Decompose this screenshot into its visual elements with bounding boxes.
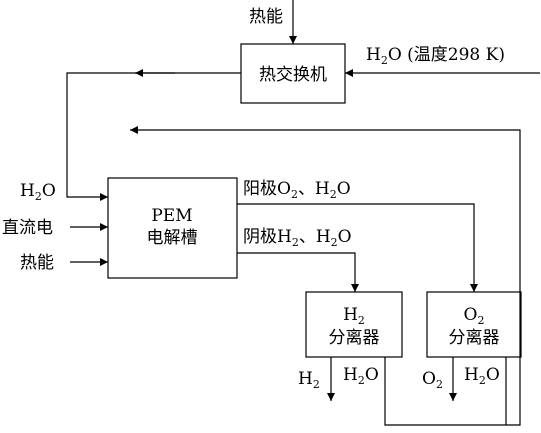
water-recycle-loop — [130, 126, 521, 426]
electrolyzer-label: 电解槽 — [147, 228, 198, 248]
h2-separator-box — [305, 291, 403, 358]
pem-water-label: H2O — [20, 181, 56, 203]
h2-separator-formula: H2 — [343, 305, 365, 327]
h2-output-label: H2 — [298, 369, 320, 391]
cathode-stream-label: 阴极H2、H2O — [243, 227, 352, 249]
anode-stream-line — [237, 203, 478, 292]
h2-sep-water-label: H2O — [343, 365, 379, 387]
water-inlet-label: H2O (温度298 K) — [366, 45, 505, 67]
o2-sep-water-label: H2O — [464, 365, 500, 387]
o2-separator-formula: O2 — [464, 305, 485, 327]
anode-stream-label: 阳极O2、H2O — [243, 179, 351, 201]
dc-power-label: 直流电 — [2, 218, 53, 238]
pem-electrolyzer-box — [107, 177, 238, 279]
h2-separator-label: 分离器 — [329, 328, 380, 348]
cathode-stream-line — [237, 252, 359, 292]
pem-label: PEM — [151, 206, 192, 226]
heat-exchanger-label: 热交换机 — [259, 65, 327, 85]
heat-top-label: 热能 — [249, 7, 283, 27]
o2-output-label: O2 — [422, 369, 443, 391]
pem-heat-label: 热能 — [20, 253, 54, 273]
o2-separator-label: 分离器 — [449, 328, 500, 348]
